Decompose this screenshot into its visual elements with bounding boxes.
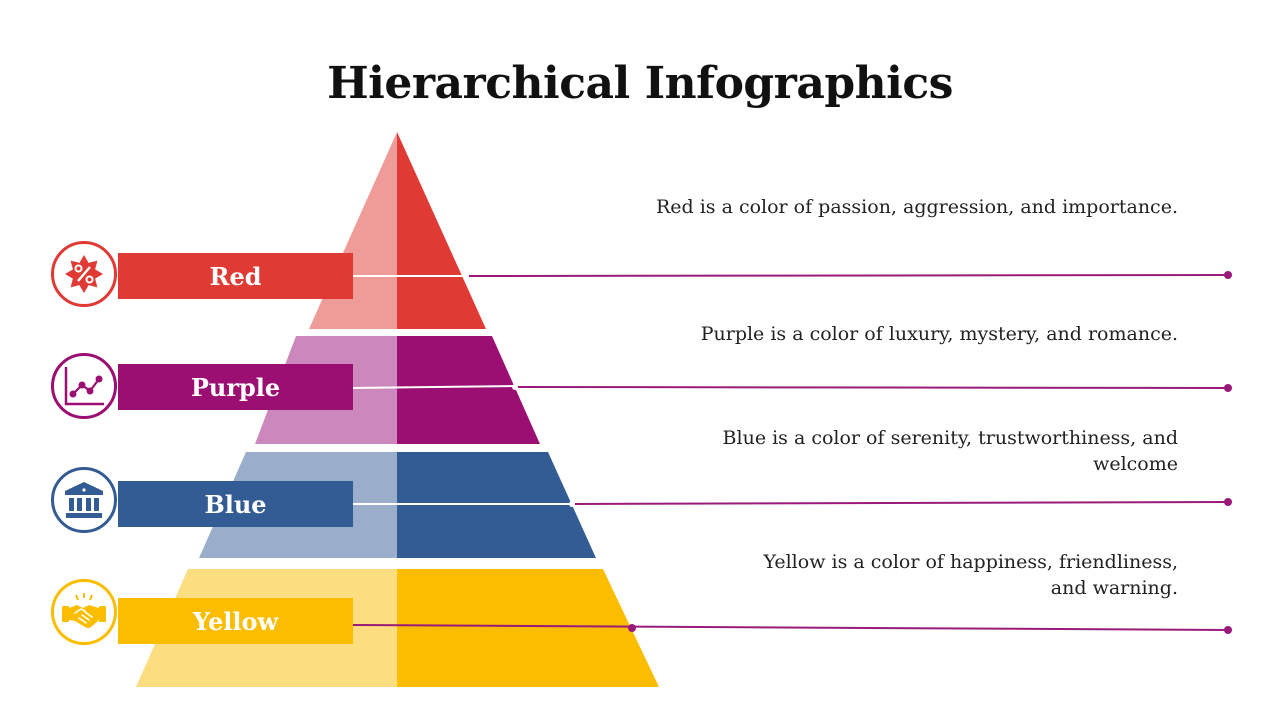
icon-circle-blue	[51, 467, 117, 533]
connector-purple	[512, 384, 1232, 392]
percent-badge-icon	[65, 255, 103, 293]
bank-icon	[65, 482, 103, 518]
icon-circle-purple	[51, 353, 117, 419]
connector-blue	[569, 498, 1232, 507]
connector-yellow	[352, 624, 1232, 634]
page-title: Hierarchical Infographics	[327, 58, 953, 109]
description-red: Red is a color of passion, aggression, a…	[655, 196, 1178, 218]
pyramid-level-red-left	[309, 132, 397, 329]
handshake-icon	[62, 593, 106, 628]
level-label-purple: Purple	[118, 364, 353, 410]
pyramid-level-yellow-right	[397, 569, 659, 687]
level-label-red: Red	[118, 253, 353, 299]
line-chart-icon	[64, 367, 104, 406]
pyramid-level-purple-right	[397, 336, 540, 444]
description-purple: Purple is a color of luxury, mystery, an…	[700, 323, 1178, 345]
level-label-blue: Blue	[118, 481, 353, 527]
description-blue: Blue is a color of serenity, trustworthi…	[722, 427, 1178, 475]
icon-circle-red	[51, 241, 117, 307]
description-yellow: Yellow is a color of happiness, friendli…	[763, 551, 1178, 599]
connector-red	[463, 271, 1232, 279]
icon-circle-yellow	[51, 579, 117, 645]
level-label-yellow: Yellow	[118, 598, 353, 644]
pyramid-level-red-right	[397, 132, 486, 329]
